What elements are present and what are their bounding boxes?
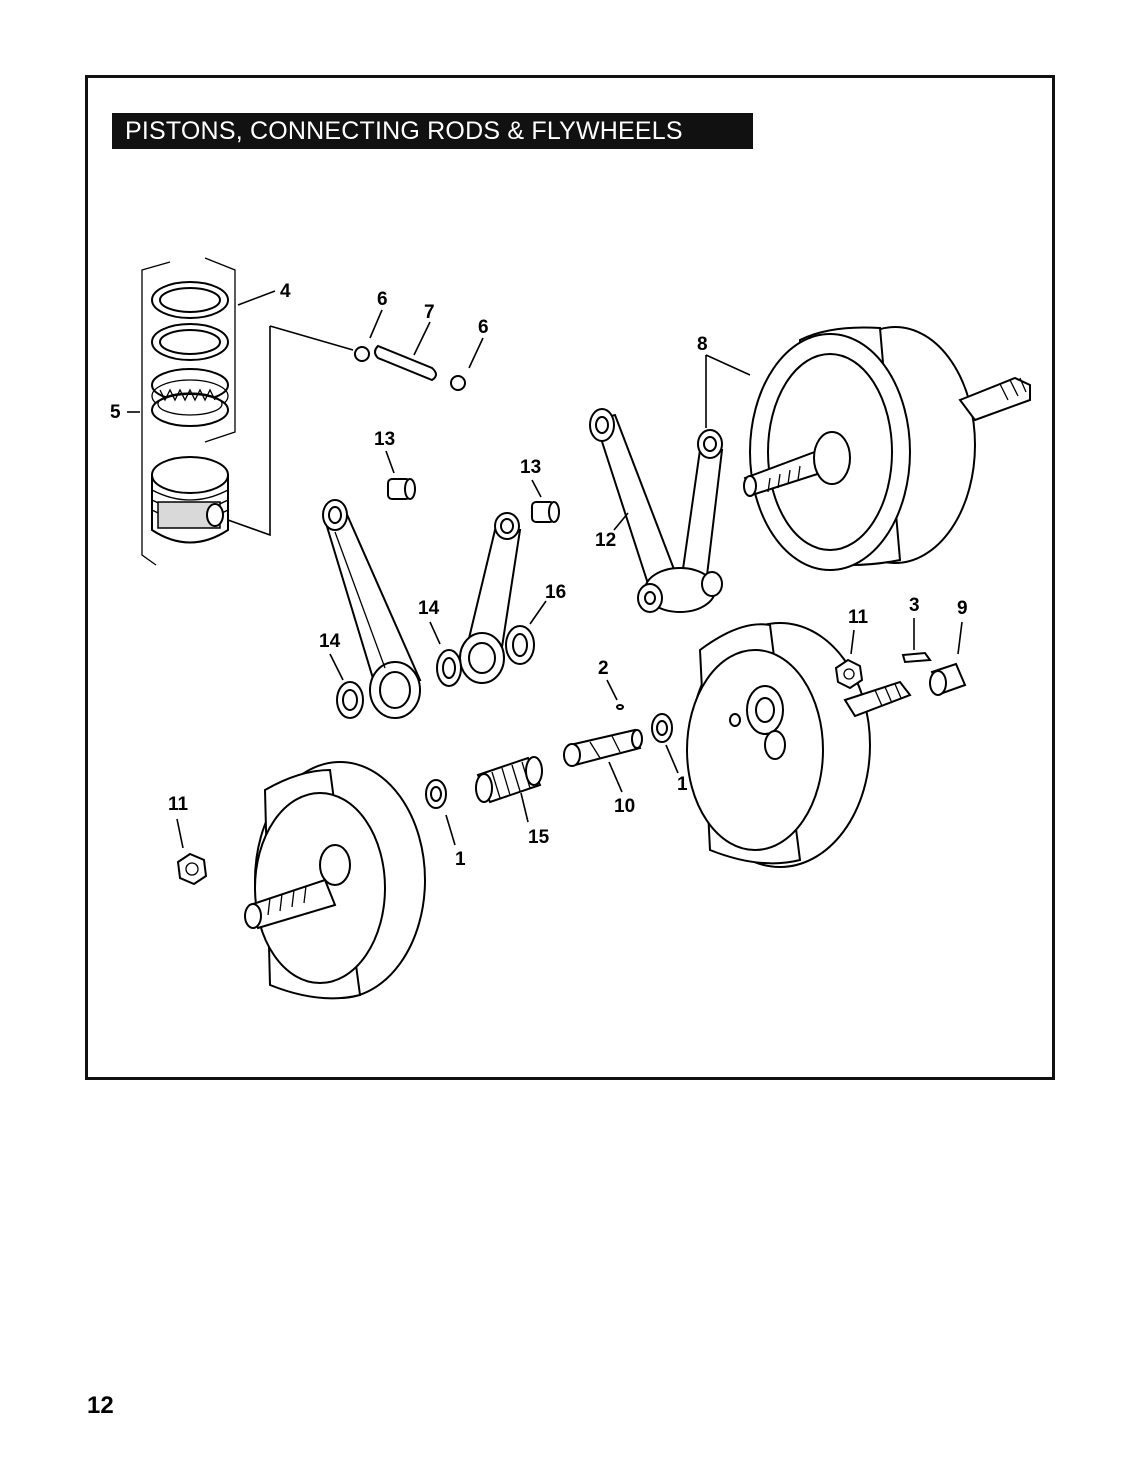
rod-washers — [336, 625, 535, 719]
callout-11-right: 11 — [848, 607, 869, 628]
callout-3: 3 — [909, 595, 920, 616]
piston-rings — [141, 257, 236, 566]
connecting-rod-front — [322, 499, 422, 719]
flywheel-assembly — [743, 326, 1031, 571]
callout-9: 9 — [957, 598, 968, 619]
callout-14-upper: 14 — [418, 598, 440, 619]
callout-12: 12 — [595, 530, 616, 551]
crank-pin — [563, 704, 643, 767]
callout-10: 10 — [614, 796, 635, 817]
callout-11-left: 11 — [168, 794, 189, 815]
callout-4: 4 — [280, 281, 291, 302]
callout-16: 16 — [545, 582, 566, 603]
rod-bushings — [387, 478, 560, 523]
connecting-rod-rear — [459, 512, 522, 684]
flywheel-nuts-and-bushing — [176, 651, 967, 886]
callout-7: 7 — [424, 302, 435, 323]
callout-2: 2 — [598, 658, 609, 679]
callout-5: 5 — [110, 402, 121, 423]
connecting-rod-assembly — [589, 408, 724, 613]
callout-13-right: 13 — [520, 457, 541, 478]
piston-pin-and-clips — [227, 325, 466, 537]
callout-15: 15 — [528, 827, 550, 848]
page-number: 12 — [87, 1392, 114, 1419]
callout-6-left: 6 — [377, 289, 388, 310]
diagram-frame — [85, 75, 1055, 1080]
flywheel-right — [686, 622, 912, 868]
roller-bearing — [475, 756, 543, 804]
callout-1-left: 1 — [455, 849, 466, 870]
thrust-washers — [425, 713, 673, 809]
piston — [151, 456, 229, 544]
callout-13-left: 13 — [374, 429, 395, 450]
callout-1-right: 1 — [677, 774, 688, 795]
callout-14-lower: 14 — [319, 631, 341, 652]
callout-6-right: 6 — [478, 317, 489, 338]
callout-labels: 4 5 6 7 6 8 13 13 12 14 14 16 2 11 3 9 1… — [110, 281, 968, 870]
leader-lines — [127, 290, 963, 849]
flywheel-left — [244, 761, 426, 1000]
page-title: PISTONS, CONNECTING RODS & FLYWHEELS — [112, 113, 753, 149]
callout-8: 8 — [697, 334, 708, 355]
